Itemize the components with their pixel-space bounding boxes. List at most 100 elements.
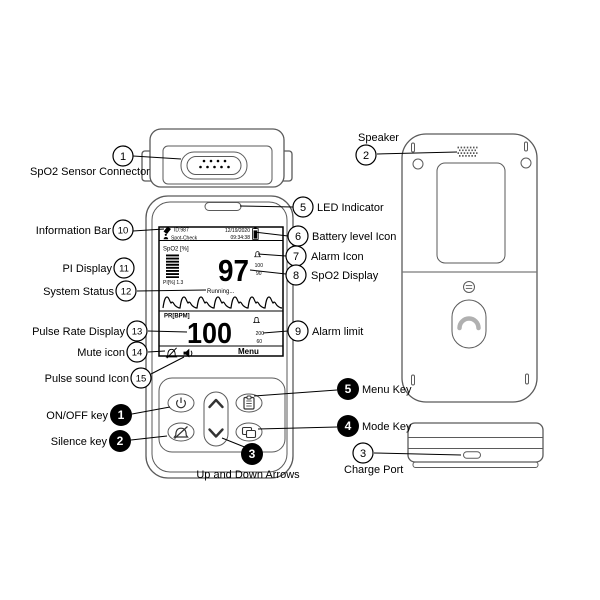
menu-icon [243, 395, 255, 410]
callout-6-number: 6 [295, 231, 301, 243]
label-pi-display: PI Display [62, 263, 112, 275]
silence-bell-icon [173, 426, 189, 439]
spo2-section: SpO2 [%] PI[%] 1.3 97 100 90 Running... [159, 247, 283, 312]
callout-9-number: 9 [295, 326, 301, 338]
key-callout-1: 1 ON/OFF key [46, 404, 132, 426]
on-off-key [167, 393, 195, 413]
callout-7-number: 7 [293, 251, 299, 263]
label-on-off-key: ON/OFF key [46, 410, 108, 422]
label-alarm-icon: Alarm Icon [311, 251, 364, 263]
callout-13: 13 Pulse Rate Display [32, 320, 148, 342]
key-callout-1-number: 1 [118, 408, 125, 422]
callout-5-number: 5 [300, 202, 306, 214]
down-arrow-icon [208, 428, 224, 438]
callout-8-number: 8 [293, 270, 299, 282]
callout-12-number: 12 [121, 287, 132, 298]
patient-type-icon [163, 233, 169, 240]
callout-14: 14 Mute icon [77, 341, 148, 363]
key-callout-2: 2 Silence key [51, 430, 131, 452]
center-screw [463, 281, 475, 293]
spo2-sensor-connector-icon [180, 151, 248, 180]
label-menu-key: Menu Key [362, 384, 412, 396]
mute-icon [165, 347, 178, 359]
back-view-device [401, 133, 538, 403]
label-information-bar: Information Bar [36, 225, 112, 237]
pleth-waveform [162, 296, 283, 309]
pi-value-label: PI[%] 1.3 [163, 280, 184, 286]
leader-lines [130, 151, 462, 456]
mode-key [235, 422, 263, 442]
battery-cover [436, 162, 506, 264]
patient-id: ID:987 [174, 228, 189, 234]
bottom-view-device [407, 422, 544, 468]
key-callout-5-number: 5 [345, 382, 352, 396]
label-charge-port: Charge Port [344, 464, 403, 476]
menu-softkey-label: Menu [238, 347, 259, 356]
label-spo2-sensor-connector: SpO2 Sensor Connector [30, 166, 150, 178]
mode-icon [241, 426, 257, 439]
callout-15: 15 Pulse sound Icon [45, 367, 152, 389]
pr-section-label: PR[BPM] [164, 314, 190, 320]
callout-13-number: 13 [132, 327, 143, 338]
label-spo2-display: SpO2 Display [311, 270, 379, 282]
key-callout-3: 3 Up and Down Arrows [196, 443, 300, 481]
charge-port [463, 451, 481, 459]
connector-panel [162, 145, 273, 185]
key-callout-5: 5 Menu Key [337, 378, 412, 400]
screen-bottom-bar: Menu [159, 345, 283, 359]
callout-7: 7 Alarm Icon [285, 245, 364, 267]
hanger-slot [451, 299, 487, 349]
spo2-value: 97 [218, 253, 249, 288]
back-bottom-slot-right [525, 373, 529, 385]
back-top-slot-right [524, 141, 528, 152]
label-pulse-rate-display: Pulse Rate Display [32, 326, 125, 338]
key-callout-4-number: 4 [345, 419, 352, 433]
pulse-sound-icon [183, 348, 193, 358]
pr-value: 100 [187, 318, 232, 350]
spo2-alarm-low: 90 [256, 271, 262, 277]
callout-11-number: 11 [119, 264, 129, 275]
callout-3-number: 3 [360, 448, 366, 460]
sensor-probe-icon [163, 226, 171, 234]
screen-time: 09:34:38 [231, 235, 251, 241]
screen-border [158, 226, 284, 357]
callout-11: 11 PI Display [62, 257, 135, 279]
key-callout-2-number: 2 [117, 434, 124, 448]
screw-hole-left [412, 158, 424, 170]
label-battery-level-icon: Battery level Icon [312, 231, 396, 243]
label-mute-icon: Mute icon [77, 347, 125, 359]
label-led-indicator: LED Indicator [317, 202, 384, 214]
callout-1: 1 SpO2 Sensor Connector [30, 145, 150, 178]
label-alarm-limit: Alarm limit [312, 326, 363, 338]
callout-10: 10 Information Bar [36, 219, 134, 241]
screen-date: 12/19/2020 [225, 228, 250, 234]
label-system-status: System Status [43, 286, 114, 298]
back-bottom-slot-left [411, 374, 415, 386]
system-status-text: Running... [207, 289, 235, 295]
battery-icon [252, 226, 259, 240]
screw-hole-right [520, 157, 532, 169]
callout-14-number: 14 [132, 348, 143, 359]
callout-10-number: 10 [118, 226, 129, 237]
up-down-rocker [203, 391, 229, 447]
keypad [158, 377, 286, 453]
keypad-panel [158, 377, 286, 453]
information-bar: ID:987 Spot-Check 12/19/2020 09:34:38 [159, 226, 283, 242]
callout-5: 5 LED Indicator [292, 196, 384, 218]
callout-9: 9 Alarm limit [287, 320, 363, 342]
pr-alarm-high: 200 [256, 331, 265, 337]
front-view-device: ID:987 Spot-Check 12/19/2020 09:34:38 Sp… [145, 195, 294, 479]
display-screen: ID:987 Spot-Check 12/19/2020 09:34:38 Sp… [158, 226, 284, 359]
callout-2: 2 Speaker [355, 132, 399, 166]
callout-2-number: 2 [363, 150, 369, 162]
callout-3: 3 Charge Port [344, 442, 403, 476]
pulse-rate-section: PR[BPM] 100 200 60 [164, 314, 264, 351]
callout-1-number: 1 [120, 151, 126, 163]
back-top-slot-left [411, 142, 415, 153]
back-body [401, 133, 538, 403]
key-callout-3-number: 3 [249, 447, 256, 461]
callout-12: 12 System Status [43, 280, 137, 302]
power-icon [176, 397, 186, 409]
menu-key [235, 393, 263, 413]
